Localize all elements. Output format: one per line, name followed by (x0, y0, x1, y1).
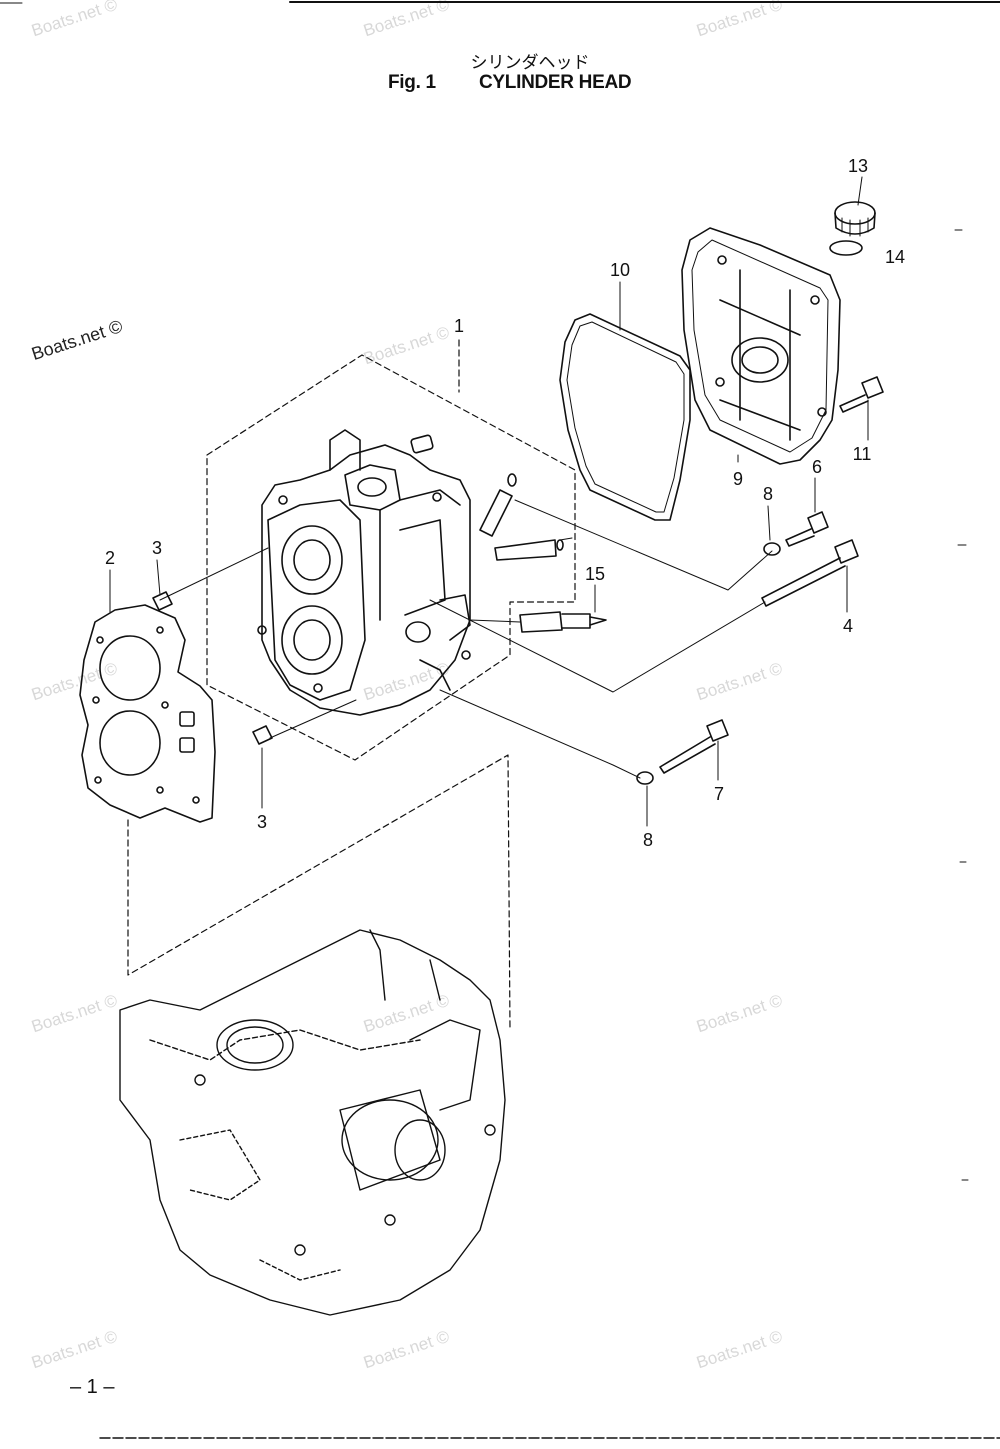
engine-block (119, 929, 506, 1316)
callout-3: 3 (152, 538, 162, 558)
callout-10: 10 (610, 260, 630, 280)
callout-9: 9 (733, 469, 743, 489)
bolt-7 (659, 719, 729, 774)
callout-8: 8 (643, 830, 653, 850)
rocker-cover (681, 227, 841, 465)
oil-filler-cap (834, 201, 876, 237)
callout-8: 8 (763, 484, 773, 504)
alignment-lines (159, 499, 773, 779)
callout-11: 11 (853, 444, 872, 464)
rocker-cover-gasket-inner (566, 321, 685, 513)
washer (763, 542, 781, 556)
figure-caption: CYLINDER HEAD (478, 72, 632, 93)
callout-15: 15 (585, 564, 605, 584)
callout-1: 1 (454, 316, 464, 336)
seal-ring (507, 473, 517, 487)
dowel-pin (152, 591, 173, 611)
cylinder-head (257, 429, 471, 716)
block-alignment-lines (127, 754, 511, 1031)
callout-7: 7 (714, 784, 724, 804)
callout-2: 2 (105, 548, 115, 568)
valve-guide (479, 489, 513, 537)
long-bolt (761, 539, 859, 607)
bolt-6 (785, 511, 829, 547)
leader-lines (109, 176, 869, 827)
cover-bolt (839, 376, 884, 413)
o-ring (829, 240, 863, 256)
callout-4: 4 (843, 616, 853, 636)
callout-14: 14 (885, 247, 905, 267)
spark-plug (519, 611, 607, 633)
dowel-pin (252, 725, 273, 745)
callout-3: 3 (257, 812, 267, 832)
margin-marks (954, 229, 969, 1181)
title-japanese: シリンダヘッド (470, 53, 590, 73)
callout-13: 13 (848, 156, 868, 176)
washer (636, 771, 654, 785)
callout-6: 6 (812, 457, 822, 477)
seal-ring (556, 539, 564, 551)
cylinder-head-assembly-outline (206, 339, 576, 761)
valve-guide (494, 539, 557, 561)
head-gasket (79, 604, 216, 823)
page-number: – 1 – (70, 1376, 115, 1398)
rocker-cover-gasket (559, 313, 691, 521)
figure-label: Fig. 1 (388, 72, 436, 93)
figure-title: Fig. 1 CYLINDER HEAD (388, 72, 632, 94)
valve-cap (410, 434, 434, 454)
